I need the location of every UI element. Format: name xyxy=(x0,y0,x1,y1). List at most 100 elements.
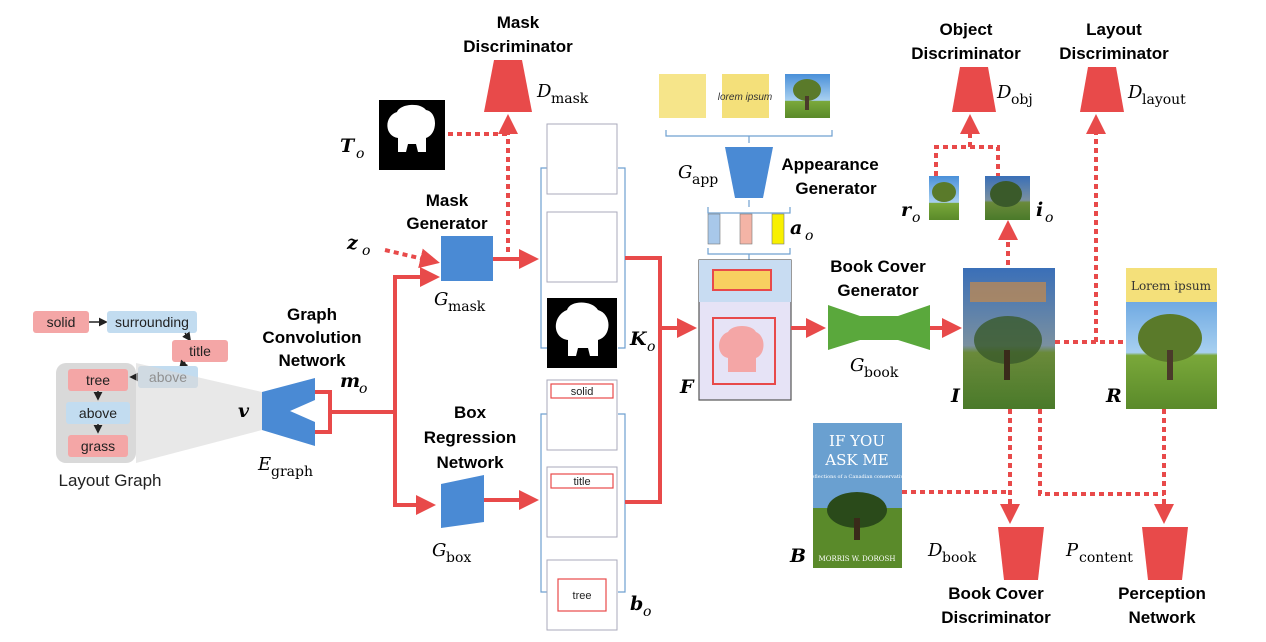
node-above-2-label: above xyxy=(79,405,117,421)
box-net-sub: box xyxy=(446,550,471,566)
perception-symbol: P xyxy=(1065,540,1079,561)
target-sub: o xyxy=(356,146,364,162)
box-net-title-line-3: Network xyxy=(436,453,504,472)
book-disc-title-line-1: Book Cover xyxy=(948,584,1044,603)
obj-disc-title-line-1: Object xyxy=(940,20,993,39)
box-net-symbol: G xyxy=(432,540,446,561)
mask-gen-title-line-1: Mask xyxy=(426,191,469,210)
mask-disc-sub: mask xyxy=(551,91,589,107)
target-symbol: T xyxy=(340,135,356,157)
box-net-title-line-1: Box xyxy=(454,403,487,422)
node-grass xyxy=(68,435,128,457)
appearance-code-2 xyxy=(739,213,753,245)
feature-map: F xyxy=(679,259,826,401)
mask-gen-title-line-2: Generator xyxy=(406,214,488,233)
appearance-code-1 xyxy=(707,213,721,245)
book-gen-title-line-2: Generator xyxy=(837,281,919,300)
real-book-symbol: B xyxy=(789,545,806,567)
mask-gen-symbol: G xyxy=(434,289,448,310)
noise-sub: o xyxy=(362,243,370,259)
node-tree-label: tree xyxy=(86,372,110,388)
book-cover-generator: Book Cover Generator G book xyxy=(828,257,962,381)
appearance-code-3 xyxy=(771,213,785,245)
real-book-title-line-2: ASK ME xyxy=(824,451,888,469)
generated-object-sub: o xyxy=(1045,210,1053,226)
gcn-encoder-symbol: E xyxy=(257,454,271,475)
mask-generator: Mask Generator z o G mask xyxy=(346,114,539,315)
sample-title-texture xyxy=(722,74,769,118)
mask-slot-3-tree xyxy=(555,302,609,356)
book-gen-symbol: G xyxy=(850,355,864,376)
feature-map-tree xyxy=(719,326,764,372)
gcn-title-line-3: Network xyxy=(278,351,346,370)
appearance-gen-title-line-1: Appearance xyxy=(781,155,878,174)
appearance-generator: lorem ipsum G app Appearance Generator a… xyxy=(659,74,879,262)
mask-gen-block xyxy=(441,236,493,281)
boxes-sub: o xyxy=(643,604,651,620)
obj-disc-shape xyxy=(952,67,996,112)
node-tree xyxy=(68,369,128,391)
node-grass-label: grass xyxy=(81,438,115,454)
sample-title-text: lorem ipsum xyxy=(718,92,772,103)
book-gen-title-line-1: Book Cover xyxy=(830,257,926,276)
book-gen-sub: book xyxy=(864,365,899,381)
appearance-gen-shape xyxy=(725,147,773,198)
arrow-to-mask-generator xyxy=(393,267,440,412)
node-title-label: title xyxy=(189,343,211,359)
appearance-gen-title-line-2: Generator xyxy=(795,179,877,198)
box-net-shape xyxy=(441,475,484,528)
masks-sub: o xyxy=(647,339,655,355)
box-regression-network: Box Regression Network G box xyxy=(424,403,539,566)
box-label-title: title xyxy=(573,476,590,488)
real-book-author: MORRIS W. DOROSH xyxy=(819,555,896,563)
arrow-to-box-network xyxy=(393,412,436,515)
real-book-subtitle: Reflections of a Canadian conservative xyxy=(808,474,907,480)
box-label-solid: solid xyxy=(571,386,594,398)
perception-title-line-1: Perception xyxy=(1118,584,1206,603)
real-object-symbol: r xyxy=(901,199,913,221)
appearance-code-sub: o xyxy=(805,228,813,244)
real-object-sub: o xyxy=(912,210,920,226)
perception-shape xyxy=(1142,527,1188,580)
perception-network: P content Perception Network xyxy=(1038,409,1206,627)
target-mask-tree-silhouette xyxy=(387,104,435,152)
obj-disc-sub: obj xyxy=(1011,92,1033,108)
book-disc-symbol: D xyxy=(927,540,943,561)
appearance-code-symbol: a xyxy=(790,217,802,239)
perception-title-line-2: Network xyxy=(1128,608,1196,627)
node-surrounding-label: surrounding xyxy=(115,314,189,330)
gcn-output-symbol: m xyxy=(340,370,360,392)
mask-discriminator: Mask Discriminator D mask T o xyxy=(340,13,589,170)
book-cover-discriminator: IF YOU ASK ME Reflections of a Canadian … xyxy=(789,409,1051,627)
mask-slot-2 xyxy=(546,211,618,283)
obj-disc-title-line-2: Discriminator xyxy=(911,44,1021,63)
book-disc-title-line-2: Discriminator xyxy=(941,608,1051,627)
object-discriminator: Object Discriminator D obj r o i o xyxy=(901,20,1053,265)
mask-column: K o xyxy=(540,123,655,368)
mask-disc-title-line-2: Discriminator xyxy=(463,37,573,56)
layout-graph-caption: Layout Graph xyxy=(58,471,161,490)
book-disc-shape xyxy=(998,527,1044,580)
noise-symbol: z xyxy=(346,232,359,254)
generated-cover: I xyxy=(950,268,1055,409)
box-net-title-line-2: Regression xyxy=(424,428,517,447)
real-layout-symbol: R xyxy=(1105,385,1122,407)
boxes-symbol: b xyxy=(630,593,643,615)
appearance-gen-sub: app xyxy=(692,172,718,188)
feature-map-symbol: F xyxy=(679,376,695,398)
masks-symbol: K xyxy=(629,328,648,350)
gcn-input-symbol: v xyxy=(238,400,250,422)
layout-disc-shape xyxy=(1080,67,1124,112)
mask-disc-title-line-1: Mask xyxy=(497,13,540,32)
node-solid-label: solid xyxy=(47,314,76,330)
book-gen-shape xyxy=(828,305,930,350)
projection-cone xyxy=(136,363,262,463)
node-surrounding xyxy=(107,311,197,333)
node-solid xyxy=(33,311,89,333)
mask-disc-symbol: D xyxy=(536,81,552,102)
perception-sub: content xyxy=(1079,550,1133,566)
appearance-gen-symbol: G xyxy=(678,162,692,183)
gcn-encoder-shape xyxy=(262,378,315,446)
real-layout-text: Lorem ipsum xyxy=(1131,279,1212,293)
